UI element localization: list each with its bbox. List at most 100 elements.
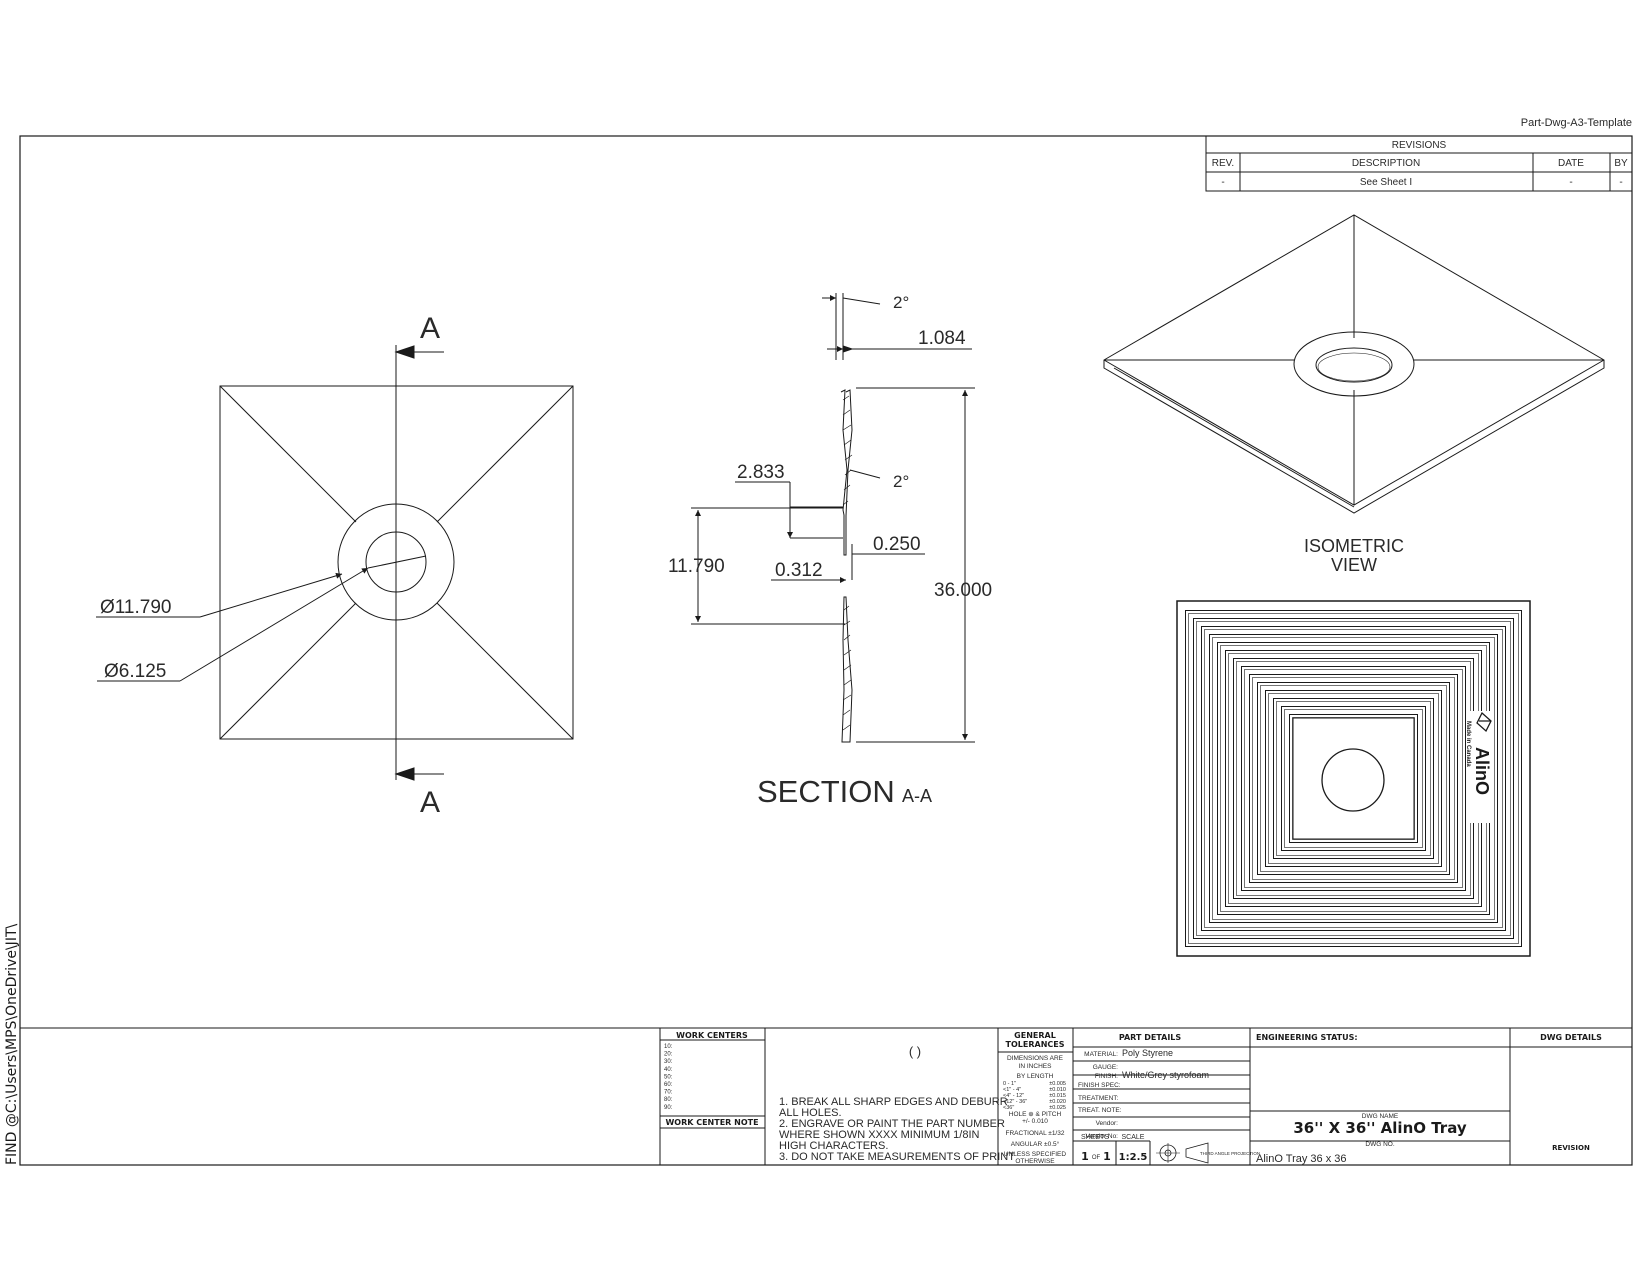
notes-paren: ( ) (909, 1044, 921, 1059)
dims-label-2: IN INCHES (1019, 1063, 1053, 1070)
note-line-4: WHERE SHOWN XXXX MINIMUM 1/8IN (779, 1129, 980, 1141)
tray-groove-ring-inner (1212, 637, 1495, 920)
revisions-table: REVISIONS REV. DESCRIPTION DATE BY - See… (1205, 135, 1633, 192)
tray-groove-ring-inner (1188, 613, 1519, 944)
tolerance-range: <1" - 4" (1003, 1087, 1021, 1093)
material-value: Poly Styrene (1122, 1048, 1173, 1058)
work-centers-title: WORK CENTERS (676, 1031, 748, 1040)
tray-groove-ring (1265, 690, 1442, 867)
work-center-code: 50: (664, 1074, 673, 1080)
sheet-number: 1 (1081, 1150, 1089, 1163)
tray-groove-ring (1193, 618, 1514, 939)
isometric-view (1103, 214, 1605, 514)
brand-tagline: Made in Canada (1465, 721, 1471, 767)
projection-label: THIRD ANGLE PROJECTION (1200, 1151, 1260, 1156)
material-label: MATERIAL: (1084, 1051, 1118, 1058)
iso-drain-hole (1315, 347, 1393, 383)
tray-groove-ring-inner (1284, 709, 1423, 848)
work-center-code: 30: (664, 1059, 673, 1065)
engineering-status-title: ENGINEERING STATUS: (1256, 1033, 1358, 1042)
work-center-code: 80: (664, 1097, 673, 1103)
finish-value: White/Grey styrofoam (1122, 1070, 1209, 1080)
scale-label: SCALE (1122, 1134, 1145, 1141)
treatment-label: TREATMENT: (1078, 1095, 1119, 1102)
note-line-6: 3. DO NOT TAKE MEASUREMENTS OF PRINT (779, 1151, 1015, 1163)
tray-groove-ring (1241, 666, 1466, 891)
tray-center-panel (1292, 717, 1415, 840)
date-header: DATE (1558, 158, 1584, 169)
tolerance-value: ±0.015 (1049, 1093, 1066, 1099)
tray-groove-ring (1289, 714, 1418, 843)
work-center-codes: 10:20:30:40:50:60:70:80:90: (664, 1044, 673, 1111)
template-name: Part-Dwg-A3-Template (1521, 117, 1632, 129)
tolerance-value: ±0.005 (1049, 1081, 1066, 1087)
tolerance-range: <4" - 12" (1003, 1093, 1024, 1099)
dim-0250: 0.250 (873, 534, 921, 555)
section-view-title: SECTION (757, 774, 895, 809)
unless-specified-2: OTHERWISE (1015, 1158, 1055, 1165)
scale-value: 1:2.5 (1119, 1152, 1148, 1163)
tolerance-range: 0 - 1" (1003, 1081, 1016, 1087)
description-cell: See Sheet I (1360, 177, 1412, 188)
tray-drain-circle (1321, 748, 1385, 812)
tolerance-rows: 0 - 1"±0.005<1" - 4"±0.010<4" - 12"±0.01… (1003, 1081, 1066, 1111)
angular-label: ANGULAR ±0.5° (1011, 1140, 1060, 1148)
note-line-2: ALL HOLES. (779, 1107, 842, 1119)
rev-header: REV. (1212, 158, 1234, 169)
inner-diameter-dim: Ø6.125 (104, 661, 166, 682)
tray-groove-ring-inner (1204, 629, 1503, 928)
section-profile-upper (840, 389, 853, 556)
tray-groove-ring (1209, 634, 1498, 923)
tray-groove-ring-inner (1252, 677, 1455, 880)
gauge-label: GAUGE: (1093, 1064, 1118, 1071)
dwg-details-title: DWG DETAILS (1540, 1033, 1602, 1042)
by-length-label: BY LENGTH (1017, 1073, 1054, 1080)
fractional-label: FRACTIONAL ±1/32 (1006, 1130, 1065, 1137)
iso-outer-ring (1293, 331, 1415, 397)
note-line-5: HIGH CHARACTERS. (779, 1140, 888, 1152)
rev-cell: - (1221, 177, 1224, 188)
dim-0312: 0.312 (775, 560, 823, 581)
date-cell: - (1569, 177, 1572, 188)
section-arrow-bottom (394, 767, 415, 781)
angle-mid-dim: 2° (893, 472, 909, 491)
hole-pitch-label: HOLE ⊕ & PITCH (1009, 1111, 1062, 1118)
work-center-code: 90: (664, 1105, 673, 1111)
unless-specified-1: UNLESS SPECIFIED (1004, 1151, 1066, 1158)
revisions-title: REVISIONS (1392, 140, 1447, 151)
dwg-no-label: DWG NO. (1365, 1141, 1394, 1148)
work-center-note-title: WORK CENTER NOTE (665, 1118, 758, 1127)
dwg-name: 36'' X 36'' AlinO Tray (1293, 1119, 1467, 1137)
dim-1084: 1.084 (918, 328, 966, 349)
dim-11790: 11.790 (668, 556, 725, 577)
tolerance-range: <12" - 36" (1003, 1099, 1027, 1105)
section-profile-lower (841, 596, 853, 743)
note-line-1: 1. BREAK ALL SHARP EDGES AND DEBURR (779, 1096, 1008, 1108)
file-path-label: FIND @C:\Users\MPS\OneDrive\JIT\ (4, 924, 20, 1165)
vendor-label: Vendor: (1096, 1120, 1119, 1127)
work-center-code: 70: (664, 1090, 673, 1096)
tray-groove-ring-inner (1196, 621, 1511, 936)
work-center-code: 20: (664, 1052, 673, 1058)
tray-groove-ring-inner (1276, 701, 1431, 856)
outer-diameter-dim: Ø11.790 (100, 597, 171, 618)
tolerance-value: ±0.025 (1049, 1105, 1066, 1111)
dims-label-1: DIMENSIONS ARE (1007, 1055, 1064, 1062)
tolerance-value: ±0.020 (1049, 1099, 1066, 1105)
tolerance-range: <36" (1003, 1105, 1014, 1111)
section-arrow-top (394, 345, 415, 359)
finish-spec-label: FINISH SPEC: (1078, 1082, 1121, 1089)
revision-label: REVISION (1552, 1144, 1590, 1152)
section-view-subtitle: A-A (902, 786, 932, 806)
iso-title-line1: ISOMETRIC (1304, 536, 1404, 556)
tray-groove-ring (1273, 698, 1434, 859)
sheets-label: SHEETS (1081, 1134, 1109, 1141)
tray-groove-ring (1201, 626, 1506, 931)
tolerances-title-2: TOLERANCES (1006, 1040, 1065, 1049)
tray-groove-ring-inner (1244, 669, 1463, 888)
dwg-number: AlinO Tray 36 x 36 (1256, 1153, 1347, 1165)
description-header: DESCRIPTION (1352, 158, 1420, 169)
tray-groove-ring (1185, 610, 1522, 947)
dwg-name-label: DWG NAME (1362, 1113, 1399, 1120)
hole-pitch-value: +/- 0.010 (1022, 1118, 1048, 1125)
